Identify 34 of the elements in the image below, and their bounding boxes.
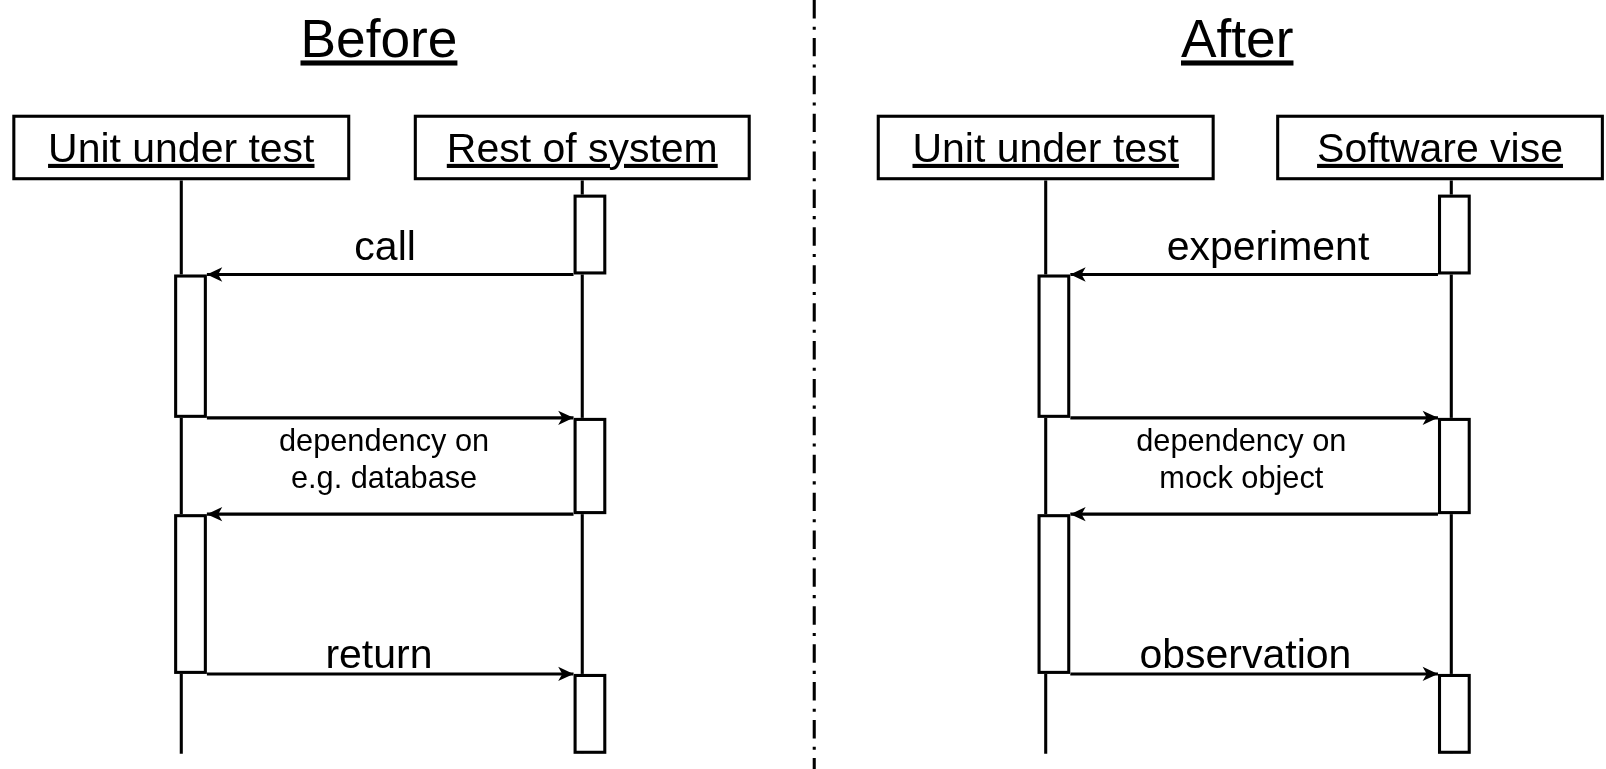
- section-title: After: [1181, 8, 1294, 70]
- activation-bar: [1438, 417, 1471, 515]
- message-arrow: [1070, 410, 1438, 426]
- activation-bar: [1438, 194, 1471, 275]
- message-arrow: [1070, 267, 1438, 282]
- activation-bar: [1037, 514, 1071, 674]
- edge-label: dependency on e.g. database: [278, 422, 491, 496]
- activation-bar: [573, 673, 607, 754]
- message-arrow: [206, 410, 574, 426]
- participant-name: Unit under test: [48, 124, 315, 171]
- participant-name: Unit under test: [912, 124, 1179, 171]
- activation-bar: [174, 514, 207, 674]
- message-arrow: [206, 666, 574, 682]
- participant-name: Software vise: [1317, 124, 1563, 171]
- activation-bar: [1037, 274, 1071, 418]
- message-arrow: [206, 267, 574, 282]
- activation-bar: [174, 274, 207, 418]
- participant-box: [12, 114, 351, 181]
- activation-bar: [573, 194, 607, 275]
- activation-bar: [573, 417, 607, 515]
- edge-label: call: [353, 222, 417, 271]
- message-arrow: [206, 507, 574, 522]
- edge-label: experiment: [1165, 222, 1371, 271]
- participant-box: [413, 114, 751, 181]
- edge-label: dependency on mock object: [1135, 422, 1348, 496]
- message-arrow: [1070, 666, 1438, 682]
- message-arrow: [1070, 507, 1438, 522]
- edge-label: observation: [1138, 629, 1353, 678]
- section-title: Before: [300, 8, 458, 70]
- activation-bar: [1438, 673, 1471, 754]
- participant-box: [1276, 114, 1604, 181]
- participant-name: Rest of system: [446, 124, 718, 171]
- edge-label: return: [324, 629, 434, 678]
- participant-box: [876, 114, 1215, 181]
